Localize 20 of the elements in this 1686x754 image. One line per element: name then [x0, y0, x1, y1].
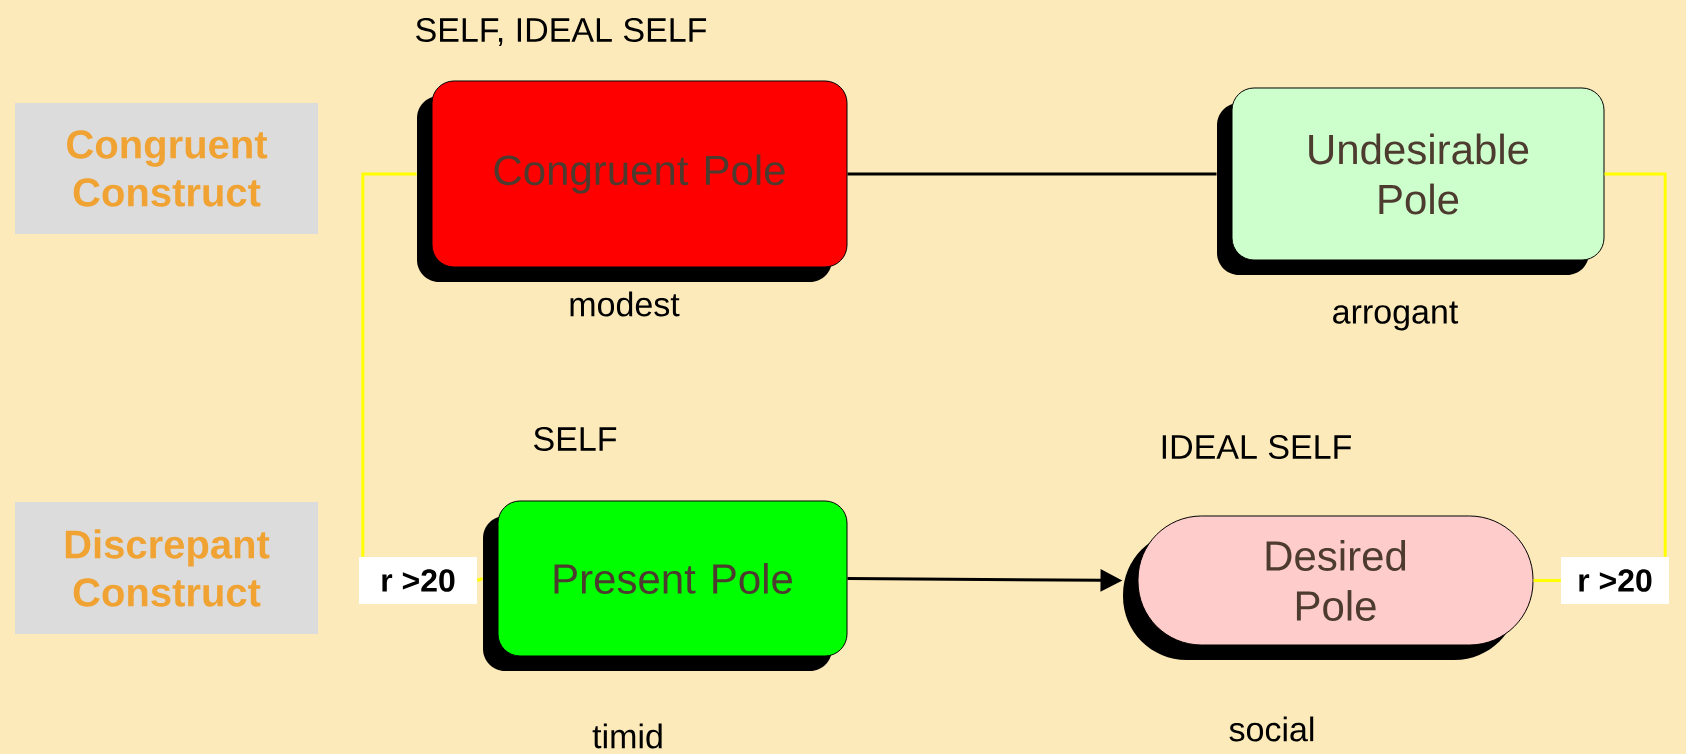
correlation-label: r >20 — [359, 557, 477, 604]
pole-box: Congruent Pole — [417, 80, 848, 282]
pole-caption: IDEAL SELF — [1162, 434, 1351, 460]
connector-line — [476, 577, 484, 582]
pole-caption: timid — [592, 723, 662, 749]
construct-label: Discrepant Construct — [15, 502, 318, 634]
connector-line — [1533, 579, 1561, 582]
connector-line — [1604, 172, 1667, 557]
construct-label: Congruent Construct — [15, 103, 318, 234]
connector-line — [847, 172, 1217, 176]
connector-line — [361, 172, 417, 557]
pole-caption: social — [1229, 716, 1314, 742]
pole-caption: modest — [570, 291, 680, 317]
pole-caption: arrogant — [1333, 301, 1459, 331]
pole-caption: SELF, IDEAL SELF — [416, 17, 707, 47]
pole-box: Present Pole — [483, 500, 848, 671]
pole-caption: SELF — [534, 426, 617, 452]
correlation-label: r >20 — [1561, 557, 1669, 604]
pole-box: Undesirable Pole — [1217, 87, 1605, 275]
pole-stadium: Desired Pole — [1123, 515, 1534, 660]
